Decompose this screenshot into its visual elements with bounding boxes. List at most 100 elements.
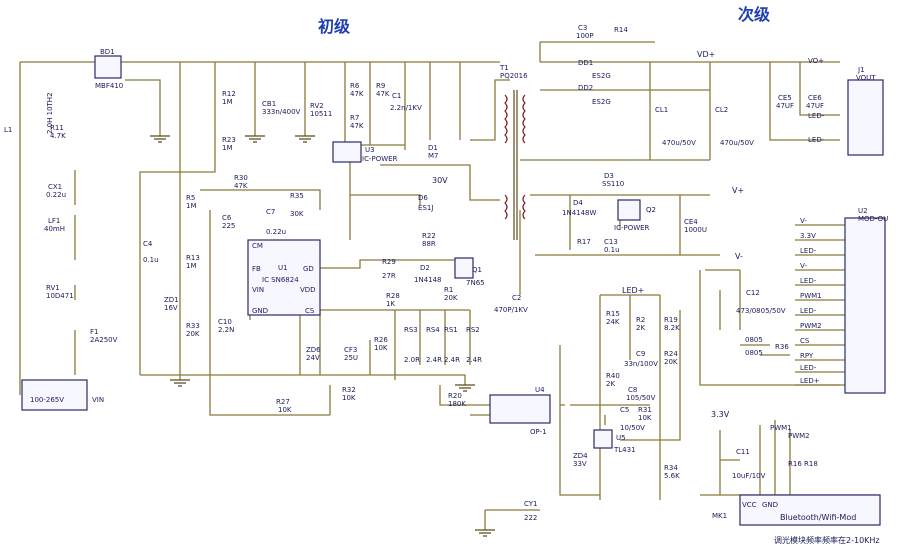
r32-value: 10K	[342, 394, 356, 402]
c4-label: C4	[143, 240, 153, 248]
u2-pin-8: PWM2	[800, 322, 822, 330]
r30-value: 47K	[234, 182, 248, 190]
tl431-chip	[593, 429, 613, 449]
rs1-label: RS1	[444, 326, 458, 334]
r28-label: R28	[386, 292, 400, 300]
r22-value: 88R	[422, 240, 436, 248]
pwm-frequency-note: 调光模块频率频率在2-10KHz	[774, 535, 880, 545]
bd1-ref: BD1	[100, 48, 115, 56]
u2-ref: U2	[858, 207, 868, 215]
ce6-value: 47UF	[806, 102, 824, 110]
cl2-value: 470u/50V	[720, 139, 754, 147]
op1-part: OP-1	[530, 428, 547, 436]
r36-label: R36	[775, 343, 789, 351]
u1-pin-vin: VIN	[252, 286, 264, 294]
cf3-value: 25U	[344, 354, 358, 362]
zd1-label: ZD1	[164, 296, 179, 304]
d1-value: M7	[428, 152, 439, 160]
tl431-ref: U5	[616, 434, 626, 442]
r32-label: R32	[342, 386, 356, 394]
t1-part: PQ2016	[500, 72, 528, 80]
net-vplus: V+	[732, 186, 744, 195]
c7-label: C7	[266, 208, 275, 216]
c2-label: C2	[512, 294, 521, 302]
mk1-module	[739, 494, 881, 526]
rs2-label: RS2	[466, 326, 480, 334]
net-vdplus: VD+	[697, 50, 715, 59]
cx1-value: 0.22u	[46, 191, 66, 199]
r33-value: 20K	[186, 330, 200, 338]
d1-label: D1	[428, 144, 438, 152]
ce5-label: CE5	[778, 94, 792, 102]
u1-pin-gnd: GND	[252, 307, 268, 315]
rs1-value: 2.4R	[444, 356, 460, 364]
mk1-ref: MK1	[712, 512, 727, 520]
primary-section-title: 初级	[318, 17, 351, 36]
c6-value: 225	[222, 222, 235, 230]
r7-value: 47K	[350, 122, 364, 130]
lf1-value: 40mH	[44, 225, 65, 233]
r6-value: 47K	[350, 90, 364, 98]
vin-connector	[21, 379, 88, 411]
q2-chip	[617, 199, 641, 221]
net-3v3: 3.3V	[711, 410, 730, 419]
q2-ref: Q2	[646, 206, 656, 214]
net-vminus: V-	[735, 252, 743, 261]
cb1-value: 333n/400V	[262, 108, 301, 116]
r19-value: 8.2K	[664, 324, 680, 332]
r1-label: R1	[444, 286, 453, 294]
r1-value: 20K	[444, 294, 458, 302]
r12-label: R12	[222, 90, 236, 98]
u1-pin-gd: GD	[303, 265, 314, 273]
c3-value: 100P	[576, 32, 594, 40]
vin-part: 100-265V	[30, 396, 64, 404]
c5-value: 10/50V	[620, 424, 645, 432]
u2-pin-11: LED-	[800, 364, 817, 372]
rv2-value: 10511	[310, 110, 332, 118]
r34-label: R34	[664, 464, 678, 472]
cy1-label: CY1	[524, 500, 538, 508]
r15-value: 24K	[606, 318, 620, 326]
ground-symbols	[150, 135, 495, 537]
mk1-part: Bluetooth/Wifi-Mod	[780, 513, 856, 522]
zd6-value: 24V	[306, 354, 320, 362]
r24-value: 20K	[664, 358, 678, 366]
ce4-value: 1000U	[684, 226, 707, 234]
ce6-label: CE6	[808, 94, 822, 102]
r31-value: 10K	[638, 414, 652, 422]
j1-ref: J1	[857, 66, 865, 74]
rs3-label: RS3	[404, 326, 418, 334]
u2-pin-1: V-	[800, 217, 807, 225]
r17-label: R17	[577, 238, 591, 246]
c6-label: C6	[222, 214, 232, 222]
r11-value: 4.7K	[50, 132, 66, 140]
c12-label: C12	[746, 289, 760, 297]
net-ledplus: LED+	[622, 286, 644, 295]
r35-label: R35	[290, 192, 304, 200]
r15-label: R15	[606, 310, 620, 318]
q1-mosfet	[454, 257, 474, 279]
r31-label: R31	[638, 406, 652, 414]
d4-value: 1N4148W	[562, 209, 597, 217]
r26-label: R26	[374, 336, 388, 344]
zd1-value: 16V	[164, 304, 178, 312]
optocoupler	[489, 394, 551, 424]
j1-pin-led2: LED-	[808, 136, 825, 144]
u1-ref: U1	[278, 264, 288, 272]
j1-pin-vo: VO+	[808, 57, 824, 65]
d4-label: D4	[573, 199, 583, 207]
mk1-pin-vcc: VCC	[742, 501, 757, 509]
j1-pin-led1: LED-	[808, 112, 825, 120]
u3-chip	[332, 141, 362, 163]
r29-value: 27R	[382, 272, 396, 280]
cf3-label: CF3	[344, 346, 357, 354]
c11-label: C11	[736, 448, 750, 456]
rs3-value: 2.0R	[404, 356, 420, 364]
d6-label: D6	[418, 194, 428, 202]
r40-label: R40	[606, 372, 620, 380]
u2-pin-5: LED-	[800, 277, 817, 285]
rs4-label: RS4	[426, 326, 440, 334]
q1-ref: Q1	[472, 266, 482, 274]
r13-value: 1M	[186, 262, 197, 270]
c3-label: C3	[578, 24, 587, 32]
